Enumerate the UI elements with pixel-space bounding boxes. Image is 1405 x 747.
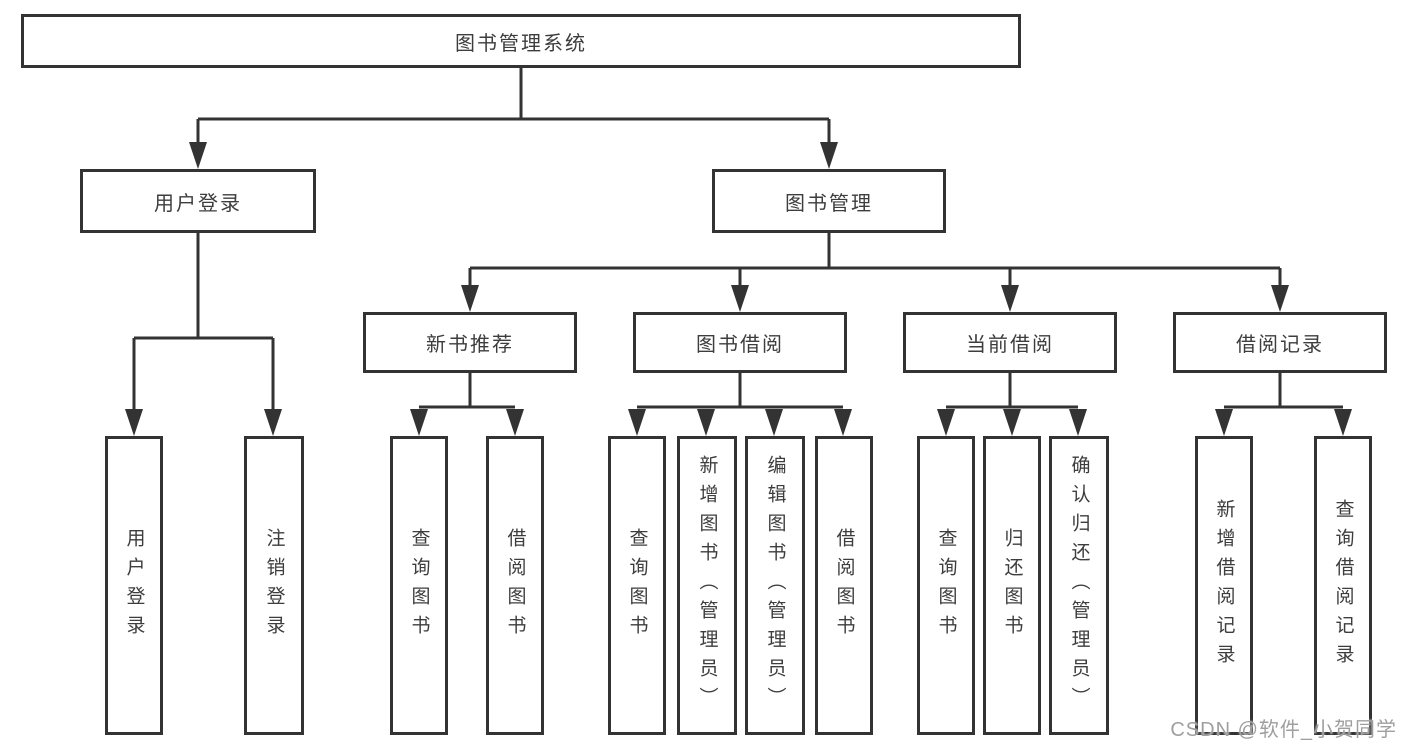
leaf-query-books-borrow: 查询图书 [608, 436, 666, 735]
leaf-edit-book-admin: 编辑图书（管理员） [745, 436, 805, 735]
leaf-borrow-books-borrow-label: 借阅图书 [833, 527, 855, 644]
arrowhead-icon [937, 409, 955, 436]
leaf-borrow-books-borrow: 借阅图书 [815, 436, 873, 735]
arrowhead-icon [1271, 285, 1289, 312]
leaf-return-books: 归还图书 [983, 436, 1041, 735]
node-user-login-label: 用户登录 [154, 192, 242, 215]
node-root: 图书管理系统 [21, 14, 1021, 68]
arrowhead-icon [410, 409, 428, 436]
arrowhead-icon [697, 409, 715, 436]
leaf-logout: 注销登录 [244, 436, 304, 735]
connector-path [132, 68, 1343, 413]
node-book-borrow: 图书借阅 [633, 312, 847, 373]
node-user-login: 用户登录 [80, 169, 316, 233]
leaf-confirm-return-admin-label: 确认归还（管理员） [1068, 455, 1090, 716]
leaf-add-borrow-record: 新增借阅记录 [1195, 436, 1253, 735]
node-book-borrow-label: 图书借阅 [696, 334, 784, 356]
node-current-borrow: 当前借阅 [903, 312, 1117, 373]
node-book-management-label: 图书管理 [785, 192, 873, 215]
arrowhead-icon [125, 409, 143, 436]
leaf-query-borrow-record: 查询借阅记录 [1314, 436, 1372, 735]
arrowhead-icon [834, 409, 852, 436]
arrowhead-icon [264, 409, 282, 436]
node-borrow-records: 借阅记录 [1173, 312, 1387, 373]
node-new-book-recommend-label: 新书推荐 [426, 334, 514, 356]
leaf-return-books-label: 归还图书 [1001, 527, 1023, 644]
node-new-book-recommend: 新书推荐 [363, 312, 577, 373]
leaf-add-borrow-record-label: 新增借阅记录 [1213, 498, 1235, 673]
leaf-user-login: 用户登录 [105, 436, 163, 735]
watermark: CSDN @软件_小贺同学 [1170, 719, 1397, 741]
leaf-borrow-books-recommend: 借阅图书 [486, 436, 544, 735]
arrowhead-icon [731, 285, 749, 312]
leaf-query-books-recommend: 查询图书 [390, 436, 448, 735]
leaf-edit-book-admin-label: 编辑图书（管理员） [764, 455, 786, 716]
arrowhead-icon [506, 409, 524, 436]
arrowhead-icon [1334, 409, 1352, 436]
node-book-management: 图书管理 [712, 169, 946, 233]
leaf-query-books-recommend-label: 查询图书 [408, 527, 430, 644]
leaf-add-book-admin: 新增图书（管理员） [677, 436, 737, 735]
node-root-label: 图书管理系统 [455, 32, 587, 55]
leaf-user-login-label: 用户登录 [123, 527, 145, 644]
arrowhead-icon [1069, 409, 1087, 436]
leaf-confirm-return-admin: 确认归还（管理员） [1049, 436, 1109, 735]
arrowhead-icon [1001, 285, 1019, 312]
node-borrow-records-label: 借阅记录 [1236, 334, 1324, 356]
arrowhead-icon [1003, 409, 1021, 436]
leaf-borrow-books-recommend-label: 借阅图书 [504, 527, 526, 644]
arrowhead-icon [765, 409, 783, 436]
leaf-query-books-borrow-label: 查询图书 [626, 527, 648, 644]
node-current-borrow-label: 当前借阅 [966, 334, 1054, 356]
leaf-query-books-current: 查询图书 [917, 436, 975, 735]
arrowhead-icon [1215, 409, 1233, 436]
arrowhead-icon [461, 285, 479, 312]
arrowhead-icon [189, 142, 207, 169]
arrowhead-icon [820, 142, 838, 169]
leaf-query-books-current-label: 查询图书 [935, 527, 957, 644]
arrowhead-icon [628, 409, 646, 436]
leaf-logout-label: 注销登录 [263, 527, 285, 644]
leaf-add-book-admin-label: 新增图书（管理员） [696, 455, 718, 716]
leaf-query-borrow-record-label: 查询借阅记录 [1332, 498, 1354, 673]
